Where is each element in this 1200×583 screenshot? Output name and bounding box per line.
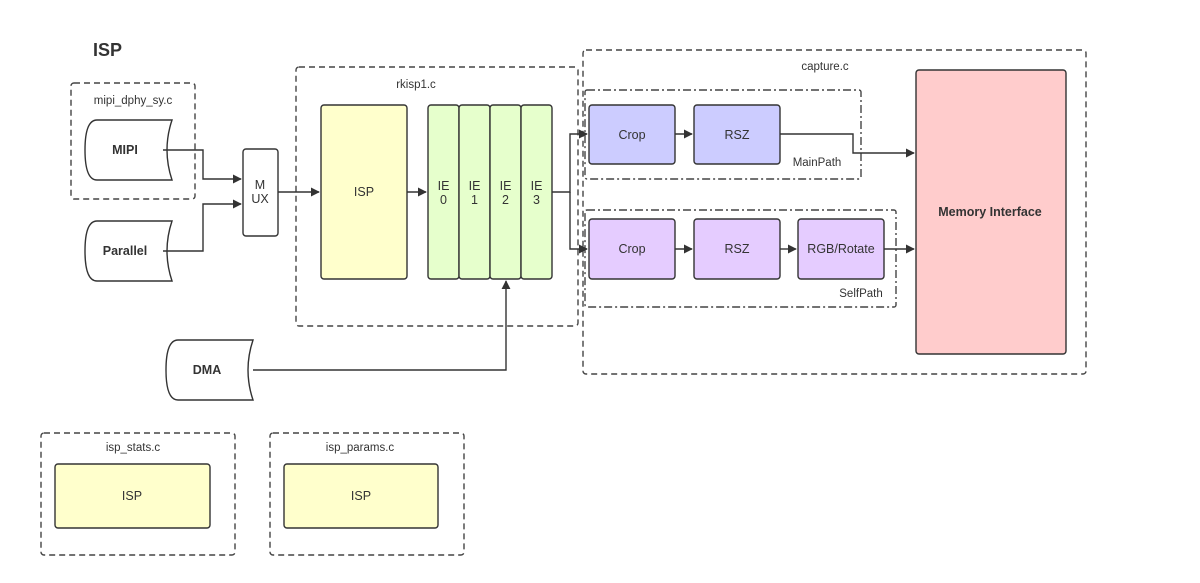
isp-stats-group-label: isp_stats.c	[106, 442, 161, 454]
isp-stats-block	[54, 463, 211, 529]
ie-to-main-crop-arrow	[552, 129, 588, 193]
self-rsz-label: RSZ	[725, 242, 750, 256]
ie0-label-line2: 0	[440, 193, 447, 207]
diagram-title: ISP	[93, 40, 122, 60]
main-path-label: MainPath	[793, 157, 842, 169]
ie0-label-line1: IE	[438, 179, 450, 193]
self-path-group	[584, 209, 897, 308]
parallel-source	[84, 220, 173, 282]
self-path-label: SelfPath	[839, 288, 882, 300]
capture-group-label: capture.c	[801, 61, 849, 73]
mipi-dphy-group-label: mipi_dphy_sy.c	[94, 95, 173, 107]
ie2-label-line2: 2	[502, 193, 509, 207]
ie1-label-line2: 1	[471, 193, 478, 207]
main-rsz-to-memory-arrow	[780, 133, 915, 158]
ie-to-self-crop-arrow	[569, 192, 588, 254]
isp-params-group	[269, 432, 465, 556]
self-rgb-rotate-label: RGB/Rotate	[807, 242, 874, 256]
mipi-to-mux-arrow	[163, 149, 242, 184]
memory-interface-label: Memory Interface	[938, 205, 1042, 219]
main-rsz-label: RSZ	[725, 128, 750, 142]
ie3-label-line2: 3	[533, 193, 540, 207]
parallel-source-label: Parallel	[103, 244, 147, 258]
ie2-label-line1: IE	[500, 179, 512, 193]
mipi-source-label: MIPI	[112, 143, 138, 157]
isp-stats-group	[40, 432, 236, 556]
isp-stats-block-label: ISP	[122, 489, 142, 503]
main-crop-label: Crop	[618, 128, 645, 142]
mipi-source	[84, 119, 173, 181]
dma-source-label: DMA	[193, 363, 221, 377]
capture-group	[582, 49, 1087, 375]
ie3-label-line1: IE	[531, 179, 543, 193]
ie1-label-line1: IE	[469, 179, 481, 193]
dma-source	[165, 339, 254, 401]
isp-params-block-label: ISP	[351, 489, 371, 503]
mux-label-line2: UX	[251, 192, 269, 206]
dma-to-ie-arrow	[253, 280, 511, 371]
rkisp1-group	[295, 66, 579, 327]
rkisp1-group-label: rkisp1.c	[396, 79, 436, 91]
isp-params-block	[283, 463, 439, 529]
mipi-dphy-group	[70, 82, 196, 200]
memory-interface-block	[915, 69, 1067, 355]
mux-label-line1: M	[255, 178, 265, 192]
isp-params-group-label: isp_params.c	[326, 442, 395, 454]
isp-core-label: ISP	[354, 185, 374, 199]
self-crop-label: Crop	[618, 242, 645, 256]
parallel-to-mux-arrow	[163, 199, 242, 252]
